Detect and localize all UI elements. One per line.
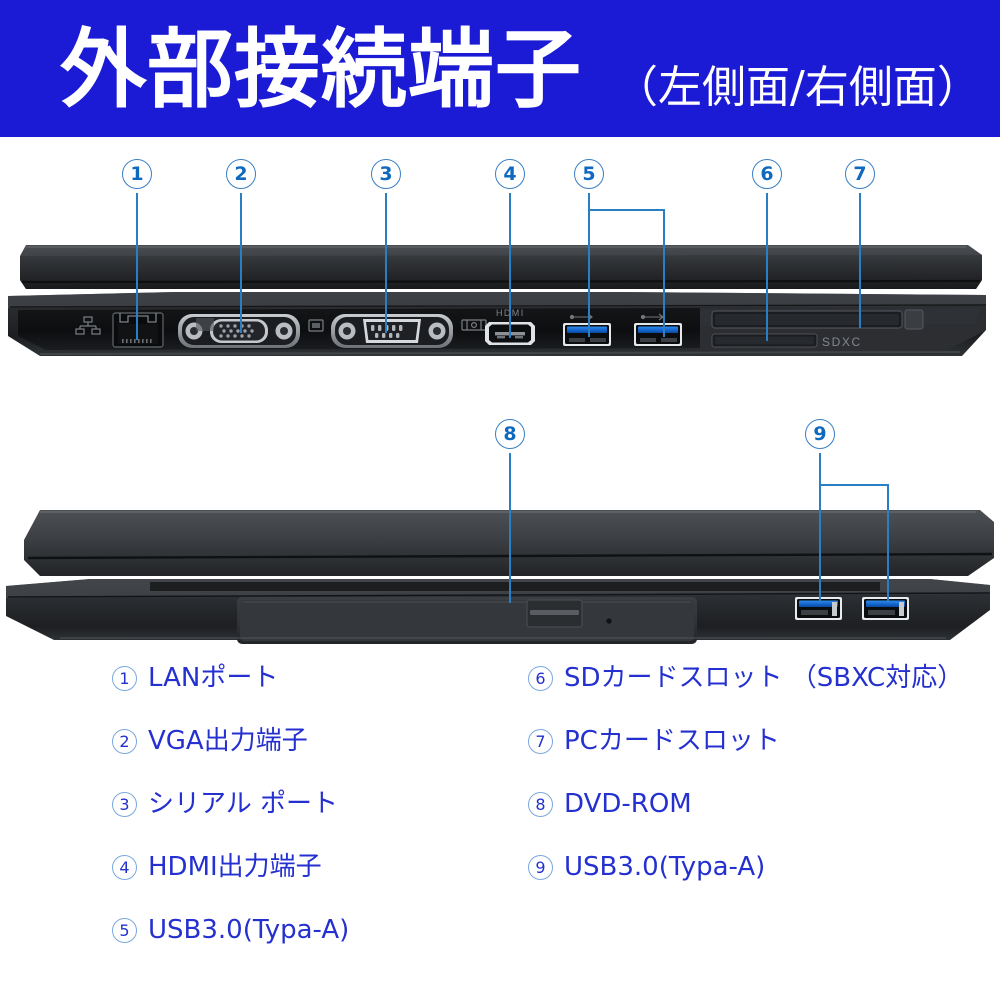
legend-item-hdmi-port: 4 HDMI出力端子 (112, 851, 349, 914)
legend-column-right: 6 SDカードスロット （SBXC対応） 7 PCカードスロット 8 DVD-R… (528, 662, 963, 914)
callout-6: 6 (752, 159, 782, 189)
serial-port (331, 314, 453, 348)
laptop-left-side-illustration: HDMI (8, 245, 987, 356)
legend-number-4: 4 (112, 855, 137, 880)
legend-number-7: 7 (528, 729, 553, 754)
leader-line-9-bridge (819, 484, 889, 486)
sd-card-slot (711, 333, 818, 348)
legend-item-serial-port: 3 シリアル ポート (112, 788, 349, 851)
legend-item-usb30-left: 5 USB3.0(Typa-A) (112, 914, 349, 977)
leader-line-7 (859, 193, 861, 328)
callout-9: 9 (805, 419, 835, 449)
callout-5: 5 (574, 159, 604, 189)
leader-line-2 (240, 193, 242, 333)
legend-item-usb30-right: 9 USB3.0(Typa-A) (528, 851, 963, 914)
pc-card-slot (711, 309, 924, 330)
sdxc-silkscreen-label: SDXC (822, 335, 862, 349)
callout-7: 7 (845, 159, 875, 189)
leader-line-5-bridge (588, 209, 665, 211)
leader-line-9-branch-a (819, 453, 821, 603)
laptop-right-side-illustration (6, 510, 994, 644)
legend-number-2: 2 (112, 729, 137, 754)
legend-label-vga-port: VGA出力端子 (148, 726, 308, 756)
legend-item-lan-port: 1 LANポート (112, 662, 349, 725)
leader-line-1 (136, 193, 138, 340)
usb30-port-left-1 (563, 323, 611, 346)
callout-3: 3 (371, 159, 401, 189)
legend-label-serial-port: シリアル ポート (148, 789, 339, 819)
usb30-port-left-2 (634, 323, 682, 346)
leader-line-9-branch-b (887, 484, 889, 603)
legend-item-vga-port: 2 VGA出力端子 (112, 725, 349, 788)
leader-line-6 (766, 193, 768, 341)
leader-line-4 (509, 193, 511, 338)
page-subtitle: （左側面/右側面） (614, 62, 981, 113)
legend-column-left: 1 LANポート 2 VGA出力端子 3 シリアル ポート 4 HDMI出力端子… (112, 662, 349, 977)
legend-label-usb30-right: USB3.0(Typa-A) (564, 852, 766, 882)
legend-label-usb30-left: USB3.0(Typa-A) (148, 915, 350, 945)
legend-label-pc-card-slot: PCカードスロット (564, 726, 780, 756)
leader-line-5-branch-b (663, 209, 665, 337)
legend-number-8: 8 (528, 792, 553, 817)
legend-item-pc-card-slot: 7 PCカードスロット (528, 725, 963, 788)
port-legend: 1 LANポート 2 VGA出力端子 3 シリアル ポート 4 HDMI出力端子… (0, 662, 1000, 1000)
lan-port (75, 312, 164, 348)
callout-1: 1 (122, 159, 152, 189)
leader-line-5-stem (588, 193, 590, 210)
legend-label-dvd-rom: DVD-ROM (564, 789, 692, 819)
legend-number-6: 6 (528, 666, 553, 691)
vga-port (178, 314, 300, 348)
vga-monitor-icon (308, 319, 324, 332)
legend-label-lan-port: LANポート (148, 663, 279, 693)
legend-number-5: 5 (112, 918, 137, 943)
usb30-port-right-2 (862, 597, 909, 620)
legend-number-9: 9 (528, 855, 553, 880)
callout-2: 2 (226, 159, 256, 189)
callout-8: 8 (495, 419, 525, 449)
page-title: 外部接続端子 (60, 20, 582, 120)
usb30-port-right-1 (795, 597, 842, 620)
leader-line-3 (385, 193, 387, 333)
callout-4: 4 (495, 159, 525, 189)
legend-label-sd-card-slot: SDカードスロット （SBXC対応） (564, 663, 964, 693)
header-banner: 外部接続端子 （左側面/右側面） (0, 0, 1000, 137)
legend-item-sd-card-slot: 6 SDカードスロット （SBXC対応） (528, 662, 963, 725)
dvd-rom-drive (237, 597, 697, 644)
leader-line-8 (509, 453, 511, 603)
legend-item-dvd-rom: 8 DVD-ROM (528, 788, 963, 851)
legend-number-3: 3 (112, 792, 137, 817)
leader-line-5-branch-a (588, 209, 590, 337)
legend-number-1: 1 (112, 666, 137, 691)
legend-label-hdmi-port: HDMI出力端子 (148, 852, 322, 882)
